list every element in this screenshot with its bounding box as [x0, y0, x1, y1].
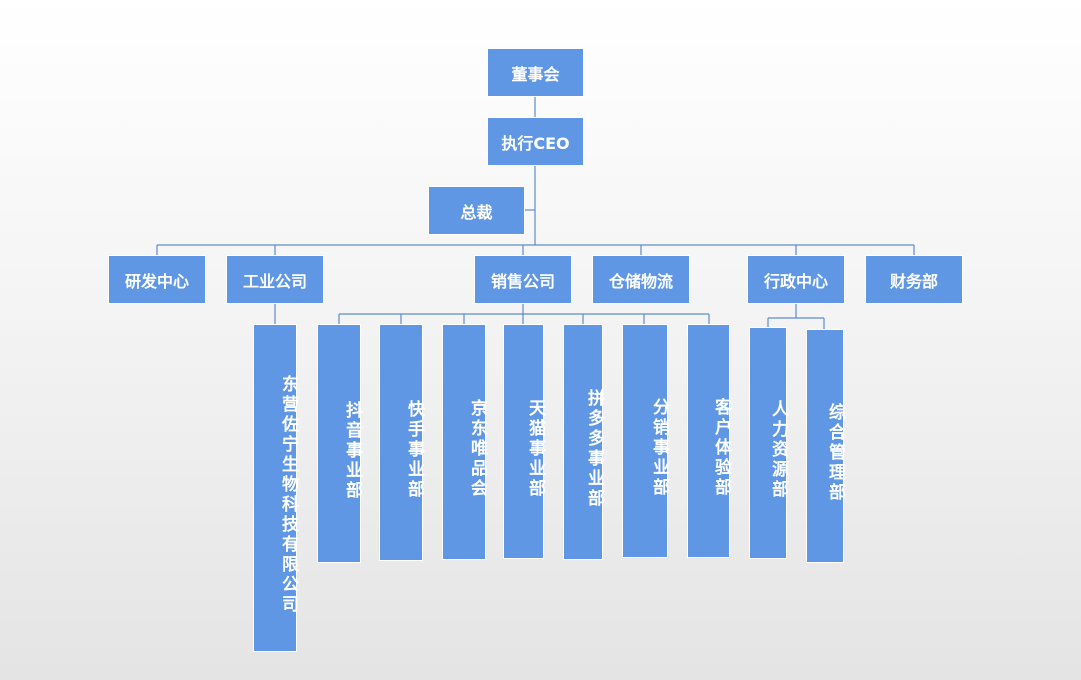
node-general-mgmt-label: 综合管理部 [825, 403, 845, 503]
node-ceo: 执行CEO [487, 117, 584, 166]
node-warehouse-label: 仓储物流 [608, 271, 673, 291]
node-distribution-label: 分销事业部 [649, 398, 669, 498]
node-distribution: 分销事业部 [622, 324, 669, 558]
node-admin: 行政中心 [747, 255, 845, 304]
node-dongying: 东营佐宁生物科技有限公司 [253, 324, 298, 652]
node-sales-label: 销售公司 [490, 271, 555, 291]
node-finance: 财务部 [865, 255, 963, 304]
node-gm-label: 总裁 [460, 202, 493, 222]
node-douyin-label: 抖音事业部 [342, 400, 362, 501]
node-general-mgmt: 综合管理部 [806, 329, 845, 563]
node-pdd: 拼多多事业部 [563, 324, 604, 560]
node-ceo-label: 执行CEO [501, 133, 570, 153]
node-cx-label: 客户体验部 [711, 398, 731, 498]
node-jd-vip: 京东唯品会 [442, 324, 487, 560]
node-kuaishou: 快手事业部 [379, 324, 424, 561]
node-board: 董事会 [487, 48, 584, 97]
node-admin-label: 行政中心 [763, 271, 828, 291]
node-pdd-label: 拼多多事业部 [584, 389, 604, 509]
node-finance-label: 财务部 [889, 271, 938, 291]
node-hr-label: 人力资源部 [768, 400, 788, 500]
node-jd-vip-label: 京东唯品会 [467, 399, 487, 499]
node-cx: 客户体验部 [687, 324, 731, 558]
node-gm: 总裁 [428, 186, 525, 235]
node-kuaishou-label: 快手事业部 [404, 399, 424, 500]
node-douyin: 抖音事业部 [317, 324, 362, 563]
node-tmall-label: 天猫事业部 [525, 398, 545, 499]
node-dongying-label: 东营佐宁生物科技有限公司 [278, 375, 298, 615]
node-industry-label: 工业公司 [242, 271, 307, 291]
node-tmall: 天猫事业部 [503, 324, 545, 559]
node-warehouse: 仓储物流 [592, 255, 690, 304]
node-rd-label: 研发中心 [124, 271, 189, 291]
node-industry: 工业公司 [226, 255, 324, 304]
node-board-label: 董事会 [511, 64, 560, 84]
node-rd: 研发中心 [108, 255, 206, 304]
node-sales: 销售公司 [474, 255, 572, 304]
node-hr: 人力资源部 [749, 327, 788, 559]
